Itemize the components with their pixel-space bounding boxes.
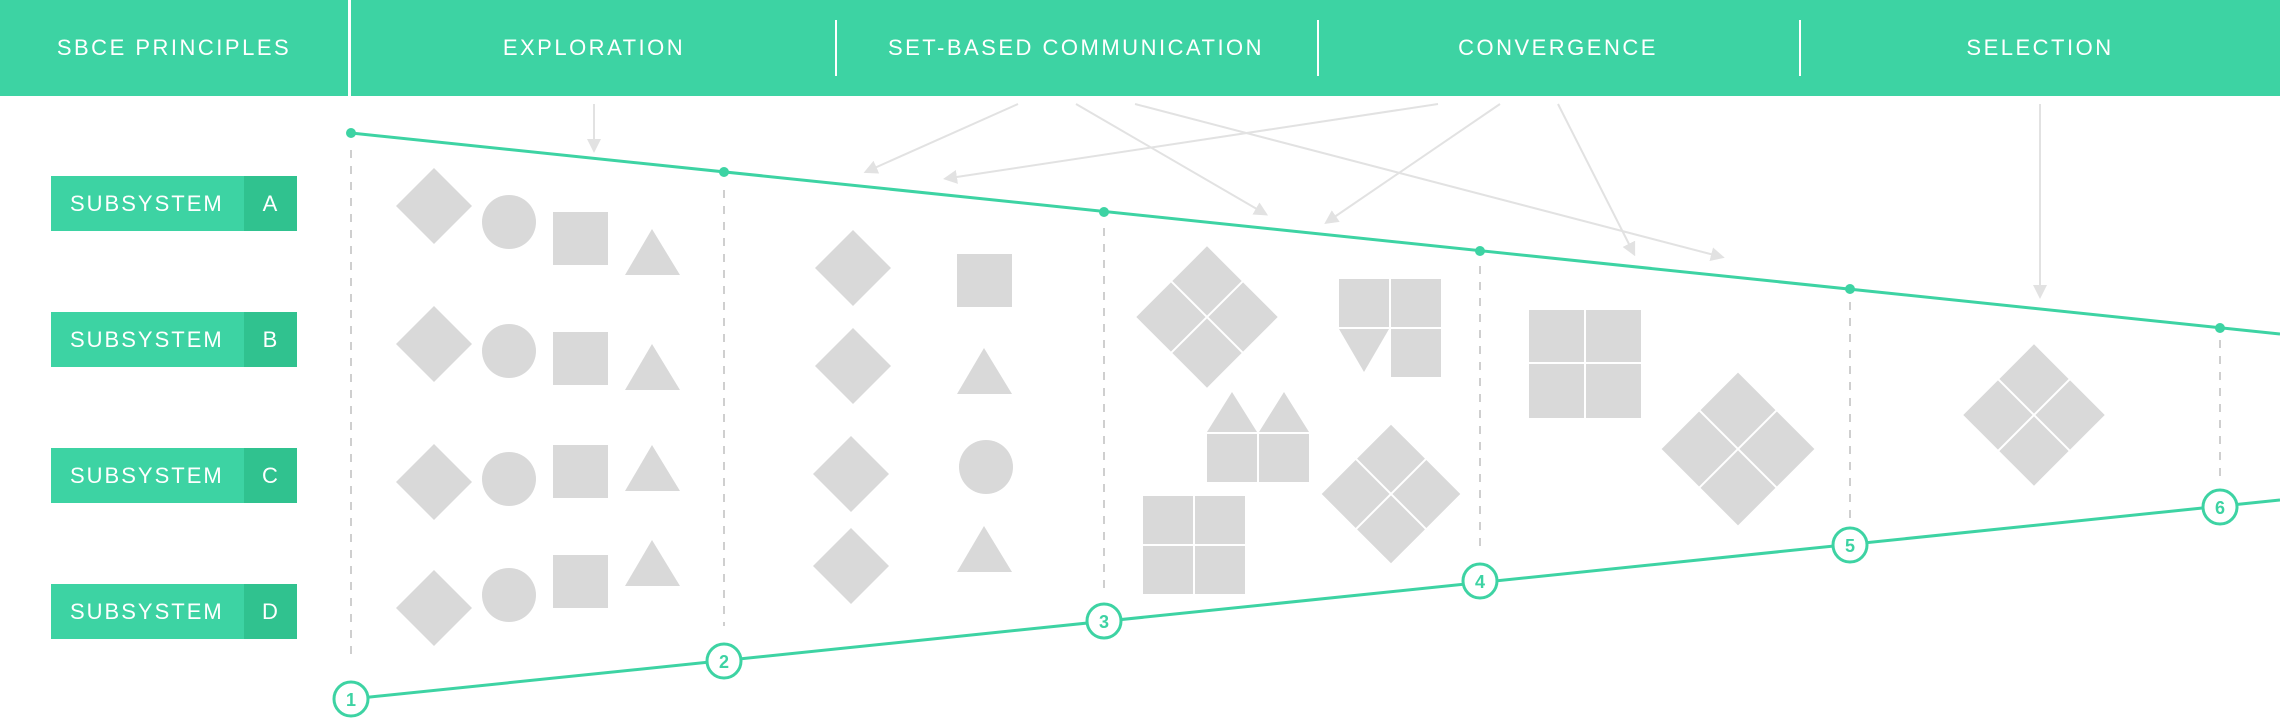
circle-icon xyxy=(959,440,1013,494)
arrow xyxy=(943,103,1439,184)
house-shape-icon xyxy=(1207,392,1309,482)
header-separator xyxy=(835,20,837,76)
circle-icon xyxy=(482,452,536,506)
header-title: SBCE PRINCIPLES xyxy=(57,35,291,60)
stage-number: 5 xyxy=(1845,536,1855,556)
triangle-icon xyxy=(625,229,680,275)
stage-marker-5: 5 xyxy=(1831,526,1869,564)
square-grid-icon xyxy=(1143,496,1245,594)
triangle-icon xyxy=(625,445,680,491)
stage-marker-1: 1 xyxy=(332,680,370,718)
subsystem-label-d: SUBSYSTEM D xyxy=(51,584,297,639)
stage-number: 6 xyxy=(2215,498,2225,518)
stage-dot xyxy=(1475,246,1485,256)
stage-number: 4 xyxy=(1475,572,1485,592)
square-icon xyxy=(553,332,608,385)
circle-icon xyxy=(482,324,536,378)
square-icon xyxy=(957,254,1012,307)
arrow xyxy=(863,103,1019,174)
stage-marker-3: 3 xyxy=(1085,602,1123,640)
diamond-icon xyxy=(813,436,889,512)
phase-label-convergence: CONVERGENCE xyxy=(1458,35,1658,60)
funnel-top-line xyxy=(350,131,2280,336)
subsystem-name: SUBSYSTEM xyxy=(70,327,224,352)
square-icon xyxy=(553,555,608,608)
stage-dot xyxy=(1845,284,1855,294)
diamond-icon xyxy=(396,168,472,244)
stage-marker-6: 6 xyxy=(2201,488,2239,526)
header-separator xyxy=(1317,20,1319,76)
triangle-icon xyxy=(625,344,680,390)
subsystem-label-a: SUBSYSTEM A xyxy=(51,176,297,231)
square-grid-icon xyxy=(1339,279,1441,377)
diamond-cluster-icon xyxy=(1136,246,1278,388)
subsystem-code: B xyxy=(263,327,278,352)
stage-dot xyxy=(2215,323,2225,333)
phase-arrows xyxy=(587,103,2047,299)
stage-4-alternatives xyxy=(1529,310,1815,526)
stage-dot xyxy=(719,167,729,177)
stage-1-alternatives xyxy=(396,168,680,646)
stage-5-selection xyxy=(1963,344,2105,486)
circle-icon xyxy=(482,195,536,249)
subsystem-code: C xyxy=(262,463,278,488)
stage-number: 2 xyxy=(719,652,729,672)
arrow xyxy=(1075,103,1269,216)
subsystem-name: SUBSYSTEM xyxy=(70,599,224,624)
funnel-top-dots xyxy=(346,128,2225,333)
funnel-bottom-line xyxy=(350,498,2280,701)
header-separator xyxy=(1799,20,1801,76)
arrow xyxy=(1134,103,1725,262)
triangle-icon xyxy=(957,526,1012,572)
subsystem-name: SUBSYSTEM xyxy=(70,463,224,488)
circle-icon xyxy=(482,568,536,622)
subsystem-label-b: SUBSYSTEM B xyxy=(51,312,297,367)
phase-label-exploration: EXPLORATION xyxy=(503,35,685,60)
diamond-icon xyxy=(813,528,889,604)
square-icon xyxy=(553,445,608,498)
stage-number: 3 xyxy=(1099,612,1109,632)
diamond-icon xyxy=(396,444,472,520)
square-grid-icon xyxy=(1529,310,1641,418)
funnel xyxy=(350,131,2280,701)
stage-3-alternatives xyxy=(1136,246,1461,594)
subsystem-label-c: SUBSYSTEM C xyxy=(51,448,297,503)
phase-label-selection: SELECTION xyxy=(1966,35,2113,60)
stage-2-alternatives xyxy=(813,230,1013,604)
subsystem-code: D xyxy=(262,599,278,624)
phase-label-set-based-communication: SET-BASED COMMUNICATION xyxy=(888,35,1264,60)
diamond-icon xyxy=(815,230,891,306)
triangle-icon xyxy=(625,540,680,586)
subsystem-labels: SUBSYSTEM A SUBSYSTEM B SUBSYSTEM C SUBS… xyxy=(51,176,297,639)
stage-number: 1 xyxy=(346,690,356,710)
diamond-icon xyxy=(396,570,472,646)
diamond-cluster-icon xyxy=(1661,372,1815,526)
diamond-icon xyxy=(396,306,472,382)
stage-dot xyxy=(1099,207,1109,217)
header-bar: SBCE PRINCIPLES EXPLORATION SET-BASED CO… xyxy=(0,0,2280,96)
stage-marker-4: 4 xyxy=(1461,562,1499,600)
stage-marker-2: 2 xyxy=(705,642,743,680)
diamond-icon xyxy=(815,328,891,404)
arrow xyxy=(1324,103,1501,224)
diamond-cluster-icon xyxy=(1321,424,1461,564)
arrow xyxy=(1557,103,1636,257)
diamond-cluster-icon xyxy=(1963,344,2105,486)
triangle-icon xyxy=(957,348,1012,394)
stage-markers: 1 2 3 4 5 6 xyxy=(332,488,2239,718)
subsystem-code: A xyxy=(263,191,278,216)
subsystem-name: SUBSYSTEM xyxy=(70,191,224,216)
stage-dividers xyxy=(350,150,2221,662)
stage-dot xyxy=(346,128,356,138)
square-icon xyxy=(553,212,608,265)
header-background xyxy=(0,0,2280,96)
header-separator-main xyxy=(348,0,351,96)
